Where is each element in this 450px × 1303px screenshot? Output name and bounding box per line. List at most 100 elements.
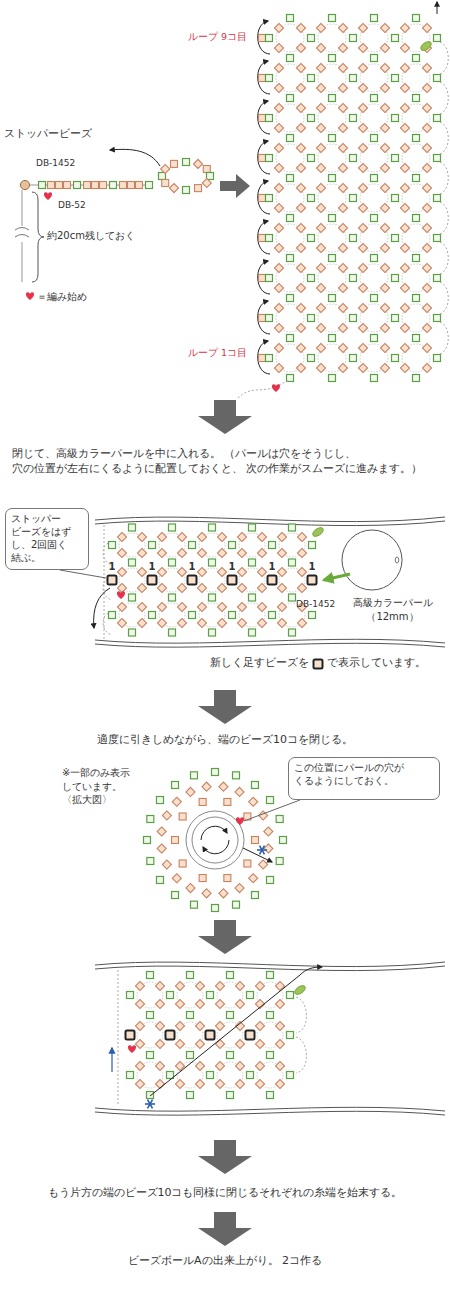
bead-band <box>60 517 445 647</box>
diamond-bead <box>380 363 389 372</box>
green-bead <box>287 335 294 342</box>
diamond-bead <box>296 63 305 72</box>
green-bead <box>172 781 179 788</box>
diamond-bead <box>157 532 166 541</box>
green-bead <box>434 355 441 362</box>
green-bead <box>413 135 420 142</box>
diamond-bead <box>177 548 186 557</box>
diamond-bead <box>235 999 244 1008</box>
new-bead <box>228 576 237 585</box>
green-bead <box>350 315 357 322</box>
diamond-bead <box>137 548 146 557</box>
diamond-bead <box>235 787 244 796</box>
diamond-bead <box>274 163 283 172</box>
closing-detail <box>144 769 301 912</box>
leader-line <box>60 570 106 578</box>
diamond-bead <box>422 223 431 232</box>
diamond-bead <box>338 43 347 52</box>
band-edge <box>95 643 445 647</box>
green-bead <box>287 255 294 262</box>
start-heart <box>128 1045 136 1053</box>
green-bead <box>266 155 273 162</box>
diamond-bead <box>202 782 211 791</box>
bead-code: DB-1452 <box>296 598 335 610</box>
diamond-bead <box>157 583 166 592</box>
green-bead <box>434 155 441 162</box>
diamond-bead <box>400 123 409 132</box>
green-bead <box>147 972 154 979</box>
diamond-bead <box>422 123 431 132</box>
diamond-bead <box>316 243 325 252</box>
diamond-bead <box>380 123 389 132</box>
green-bead <box>149 542 156 549</box>
diamond-bead <box>296 203 305 212</box>
green-bead <box>350 115 357 122</box>
step-text: ビーズボールAの出来上がり。 2コ作る <box>120 1254 330 1269</box>
green-bead <box>233 901 240 908</box>
loop-label: ループ 1コ目 <box>188 347 247 360</box>
peach-bead <box>224 798 231 805</box>
peach-bead <box>48 182 55 189</box>
green-bead <box>110 182 117 189</box>
green-bead <box>189 612 196 619</box>
diamond-bead <box>274 63 283 72</box>
thread-path <box>440 322 448 354</box>
peach-bead <box>259 315 266 322</box>
green-bead <box>287 95 294 102</box>
green-bead <box>269 542 276 549</box>
diamond-bead <box>400 143 409 152</box>
green-bead <box>434 75 441 82</box>
green-bead <box>159 173 166 180</box>
diamond-bead <box>155 999 164 1008</box>
diamond-bead <box>255 1061 264 1070</box>
diamond-bead <box>400 23 409 32</box>
diamond-bead <box>296 183 305 192</box>
leaf-mark <box>419 40 433 52</box>
diamond-bead <box>274 43 283 52</box>
diamond-bead <box>338 303 347 312</box>
green-bead <box>350 75 357 82</box>
diamond-bead <box>215 981 224 990</box>
callout-box: ストッパー ビーズをはず し、2回固く 結ぶ。 <box>5 508 89 570</box>
diamond-bead <box>177 532 186 541</box>
green-bead <box>172 892 179 899</box>
diamond-bead <box>157 602 166 611</box>
green-bead <box>74 182 81 189</box>
diamond-bead <box>380 43 389 52</box>
callout-text: ストッパー ビーズをはず し、2回固く 結ぶ。 <box>11 512 83 564</box>
diamond-bead <box>316 363 325 372</box>
thread-path <box>440 122 448 154</box>
green-bead <box>392 155 399 162</box>
green-bead <box>308 195 315 202</box>
diamond-bead <box>274 23 283 32</box>
green-bead <box>350 195 357 202</box>
green-bead <box>266 315 273 322</box>
green-bead <box>227 1052 234 1059</box>
new-bead <box>206 1031 215 1040</box>
diamond-bead <box>400 243 409 252</box>
diamond-bead <box>380 343 389 352</box>
diamond-bead <box>380 103 389 112</box>
peach-bead <box>199 798 206 805</box>
green-bead <box>287 215 294 222</box>
green-bead <box>329 255 336 262</box>
diamond-bead <box>297 548 306 557</box>
bead-code: DB-1452 <box>36 157 75 169</box>
diamond-bead <box>380 323 389 332</box>
diamond-bead <box>217 602 226 611</box>
diamond-bead <box>255 1021 264 1030</box>
diamond-bead <box>296 283 305 292</box>
green-bead <box>289 629 296 636</box>
green-bead <box>144 837 151 844</box>
green-bead <box>308 75 315 82</box>
diamond-bead <box>380 203 389 212</box>
green-bead <box>189 542 196 549</box>
diamond-bead <box>195 1021 204 1030</box>
green-bead <box>308 235 315 242</box>
green-bead <box>167 992 174 999</box>
start-heart <box>236 817 244 825</box>
diamond-bead <box>197 583 206 592</box>
diamond-bead <box>117 602 126 611</box>
diamond-bead <box>257 618 266 627</box>
